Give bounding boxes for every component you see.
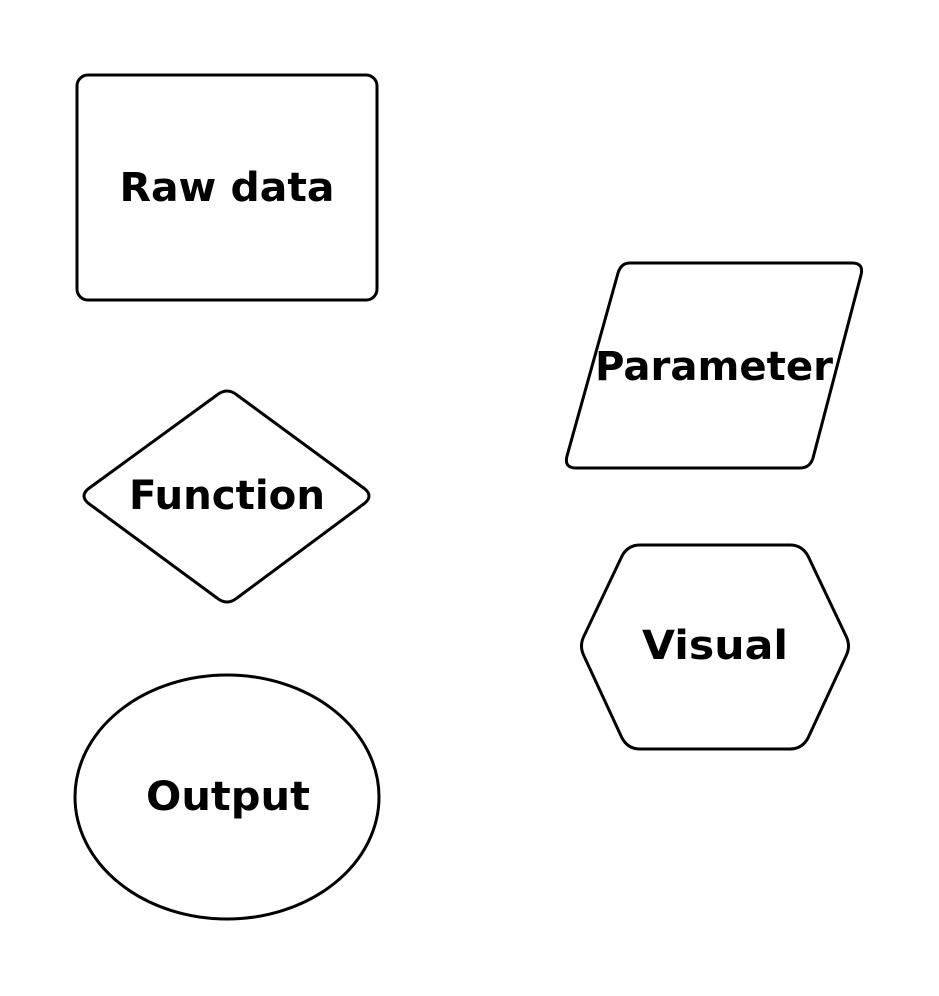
node-raw-data[interactable]: Raw data [75, 73, 379, 302]
raw-data-label: Raw data [120, 165, 335, 211]
parallelogram-shape [564, 261, 864, 470]
function-label: Function [129, 473, 325, 519]
node-function[interactable]: Function [82, 389, 371, 604]
parameter-label: Parameter [595, 344, 833, 390]
output-label: Output [146, 774, 310, 820]
ellipse-shape [73, 673, 381, 921]
node-parameter[interactable]: Parameter [564, 261, 864, 470]
visual-label: Visual [642, 623, 788, 669]
node-visual[interactable]: Visual [580, 543, 850, 751]
rounded-rectangle-shape [75, 73, 379, 302]
diamond-shape [82, 389, 371, 604]
node-output[interactable]: Output [73, 673, 381, 921]
hexagon-shape [580, 543, 850, 751]
